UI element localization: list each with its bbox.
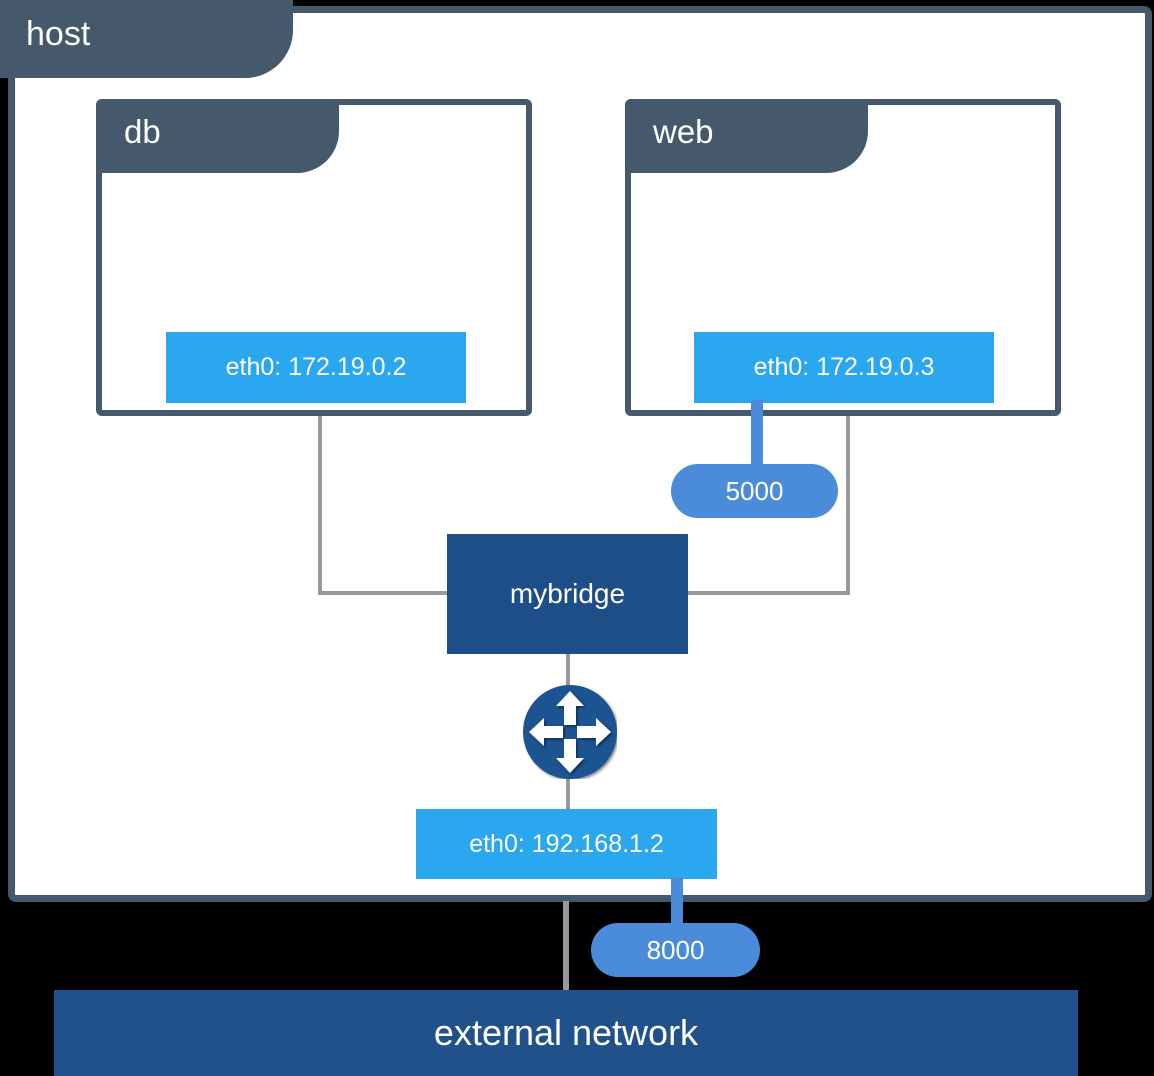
host-eth0-text: eth0: 192.168.1.2 bbox=[469, 829, 664, 858]
link-web-to-bridge-horizontal bbox=[686, 591, 850, 595]
web-eth0-text: eth0: 172.19.0.3 bbox=[753, 353, 935, 381]
host-eth0-label: eth0: 192.168.1.2 bbox=[416, 809, 717, 879]
link-host-to-external-network bbox=[563, 901, 569, 990]
web-eth0-label: eth0: 172.19.0.3 bbox=[694, 332, 994, 403]
port-8000-pill: 8000 bbox=[591, 923, 760, 977]
bridge-label: mybridge bbox=[509, 578, 626, 609]
link-db-to-bridge-horizontal bbox=[318, 591, 452, 595]
container-db-tab: db bbox=[96, 99, 339, 173]
host-tab: host bbox=[0, 0, 293, 78]
db-eth0-text: eth0: 172.19.0.2 bbox=[225, 353, 407, 381]
external-network-bar: external network bbox=[54, 990, 1078, 1076]
port-5000-label: 5000 bbox=[725, 475, 784, 506]
bridge-box: mybridge bbox=[447, 534, 688, 654]
link-web-to-bridge-vertical bbox=[846, 414, 850, 594]
port-5000-pill: 5000 bbox=[671, 464, 838, 518]
host-label: host bbox=[26, 14, 91, 53]
port-8000-connector bbox=[671, 877, 683, 927]
container-web-tab: web bbox=[625, 99, 868, 173]
container-web-label: web bbox=[653, 113, 714, 150]
link-db-to-bridge-vertical bbox=[318, 414, 322, 594]
external-network-label: external network bbox=[433, 1012, 699, 1053]
port-5000-connector bbox=[751, 400, 763, 468]
db-eth0-label: eth0: 172.19.0.2 bbox=[166, 332, 466, 403]
container-db-label: db bbox=[124, 113, 161, 150]
router-arrows-icon bbox=[523, 685, 617, 779]
port-8000-label: 8000 bbox=[646, 934, 705, 965]
